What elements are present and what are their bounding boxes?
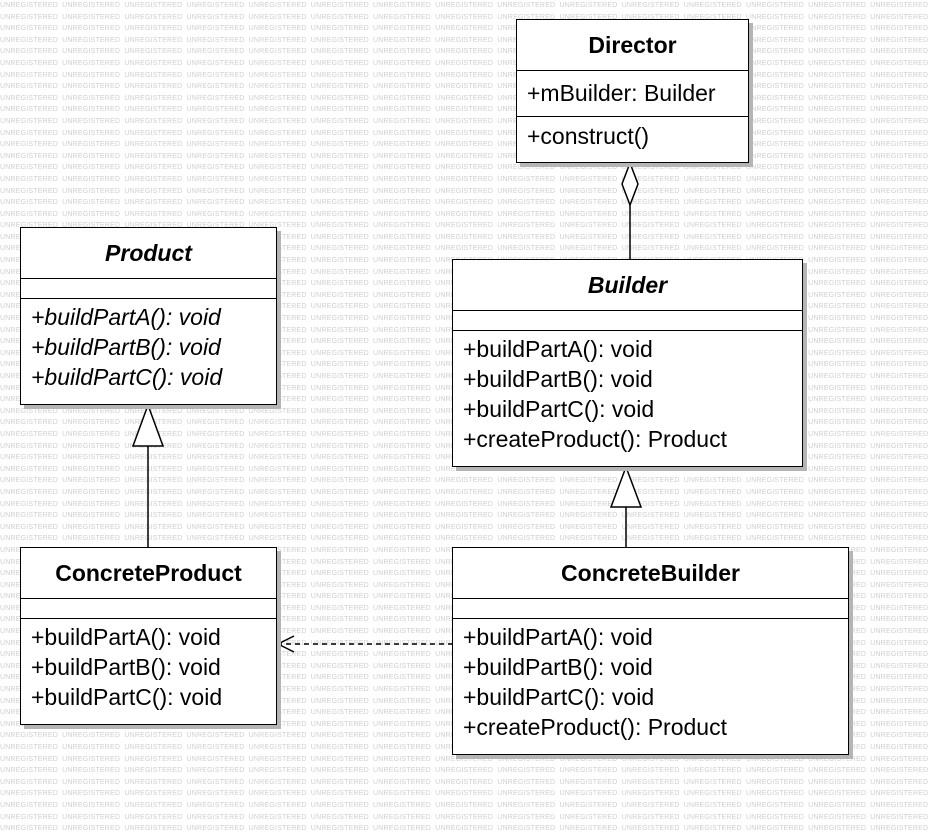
operation: +construct() — [527, 123, 650, 149]
operation: +buildPartC(): void — [463, 396, 655, 422]
operation-compartment: +construct() — [517, 117, 748, 151]
operation-compartment: +buildPartA(): void +buildPartB(): void … — [453, 619, 848, 742]
class-name: Product — [21, 228, 276, 279]
operation: +buildPartB(): void — [463, 654, 653, 680]
operation: +buildPartB(): void — [31, 334, 221, 360]
concrete-builder-class[interactable]: ConcreteBuilder +buildPartA(): void +bui… — [452, 547, 849, 755]
builder-generalization-arrowhead — [609, 464, 643, 508]
attribute: +mBuilder: Builder — [527, 80, 716, 106]
operation: +buildPartC(): void — [463, 684, 655, 710]
director-class[interactable]: Director +mBuilder: Builder +construct() — [516, 19, 749, 163]
attribute-compartment: +mBuilder: Builder — [517, 71, 748, 117]
attribute-compartment — [453, 311, 802, 331]
class-name: Builder — [453, 260, 802, 311]
operation-compartment: +buildPartA(): void +buildPartB(): void … — [21, 299, 276, 392]
operation-compartment: +buildPartA(): void +buildPartB(): void … — [21, 619, 276, 712]
operation: +buildPartA(): void — [31, 304, 221, 330]
operation: +buildPartB(): void — [463, 366, 653, 392]
concrete-product-class[interactable]: ConcreteProduct +buildPartA(): void +bui… — [20, 547, 277, 725]
operation: +createProduct(): Product — [463, 426, 727, 452]
product-class[interactable]: Product +buildPartA(): void +buildPartB(… — [20, 227, 277, 405]
product-generalization-arrowhead — [131, 402, 165, 447]
operation: +buildPartA(): void — [31, 624, 221, 650]
attribute-compartment — [453, 599, 848, 619]
class-name: Director — [517, 20, 748, 71]
operation: +buildPartA(): void — [463, 624, 653, 650]
attribute-compartment — [21, 599, 276, 619]
dependency-arrowhead — [276, 635, 295, 653]
class-name: ConcreteProduct — [21, 548, 276, 599]
operation: +buildPartB(): void — [31, 654, 221, 680]
class-name: ConcreteBuilder — [453, 548, 848, 599]
builder-class[interactable]: Builder +buildPartA(): void +buildPartB(… — [452, 259, 803, 467]
attribute-compartment — [21, 279, 276, 299]
operation: +buildPartA(): void — [463, 336, 653, 362]
aggregation-diamond — [621, 160, 639, 208]
operation: +createProduct(): Product — [463, 714, 727, 740]
operation: +buildPartC(): void — [31, 364, 223, 390]
operation: +buildPartC(): void — [31, 684, 223, 710]
operation-compartment: +buildPartA(): void +buildPartB(): void … — [453, 331, 802, 454]
